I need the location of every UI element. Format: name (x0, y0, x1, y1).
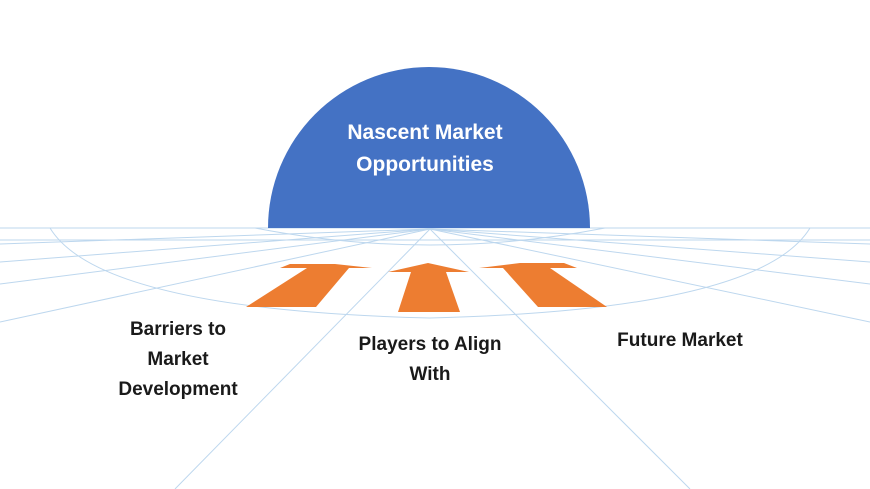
grid-ray (429, 228, 870, 263)
label-barriers: Barriers to Market Development (88, 315, 268, 405)
dome-title-line-1: Nascent Market (347, 121, 503, 144)
label-players: Players to Align With (330, 330, 530, 390)
perspective-grid (0, 227, 870, 489)
label-future-market-line-1: Future Market (617, 330, 743, 351)
label-players-line-2: With (409, 364, 451, 385)
grid-arc-outer (49, 227, 811, 319)
label-barriers-line-3: Development (118, 379, 238, 400)
grid-ray (429, 228, 870, 323)
dome-semicircle (268, 67, 590, 228)
label-future-market: Future Market (580, 326, 780, 356)
dome-title-line-2: Opportunities (356, 153, 494, 176)
dome-title: Nascent Market Opportunities (300, 117, 550, 181)
grid-ray (174, 228, 431, 489)
arrow-left (246, 264, 372, 307)
grid-ray (429, 228, 870, 285)
label-players-line-1: Players to Align (358, 334, 502, 355)
grid-ray (0, 228, 431, 323)
grid-ray (429, 228, 870, 245)
grid-ray (0, 228, 431, 285)
label-barriers-line-1: Barriers to (129, 319, 227, 340)
grid-ray (0, 228, 431, 263)
arrow-right (479, 263, 607, 307)
label-barriers-line-2: Market (147, 349, 209, 370)
arrow-center (388, 263, 469, 312)
grid-arc-inner (254, 227, 606, 246)
grid-ray (429, 228, 691, 489)
grid-ray (0, 228, 431, 245)
